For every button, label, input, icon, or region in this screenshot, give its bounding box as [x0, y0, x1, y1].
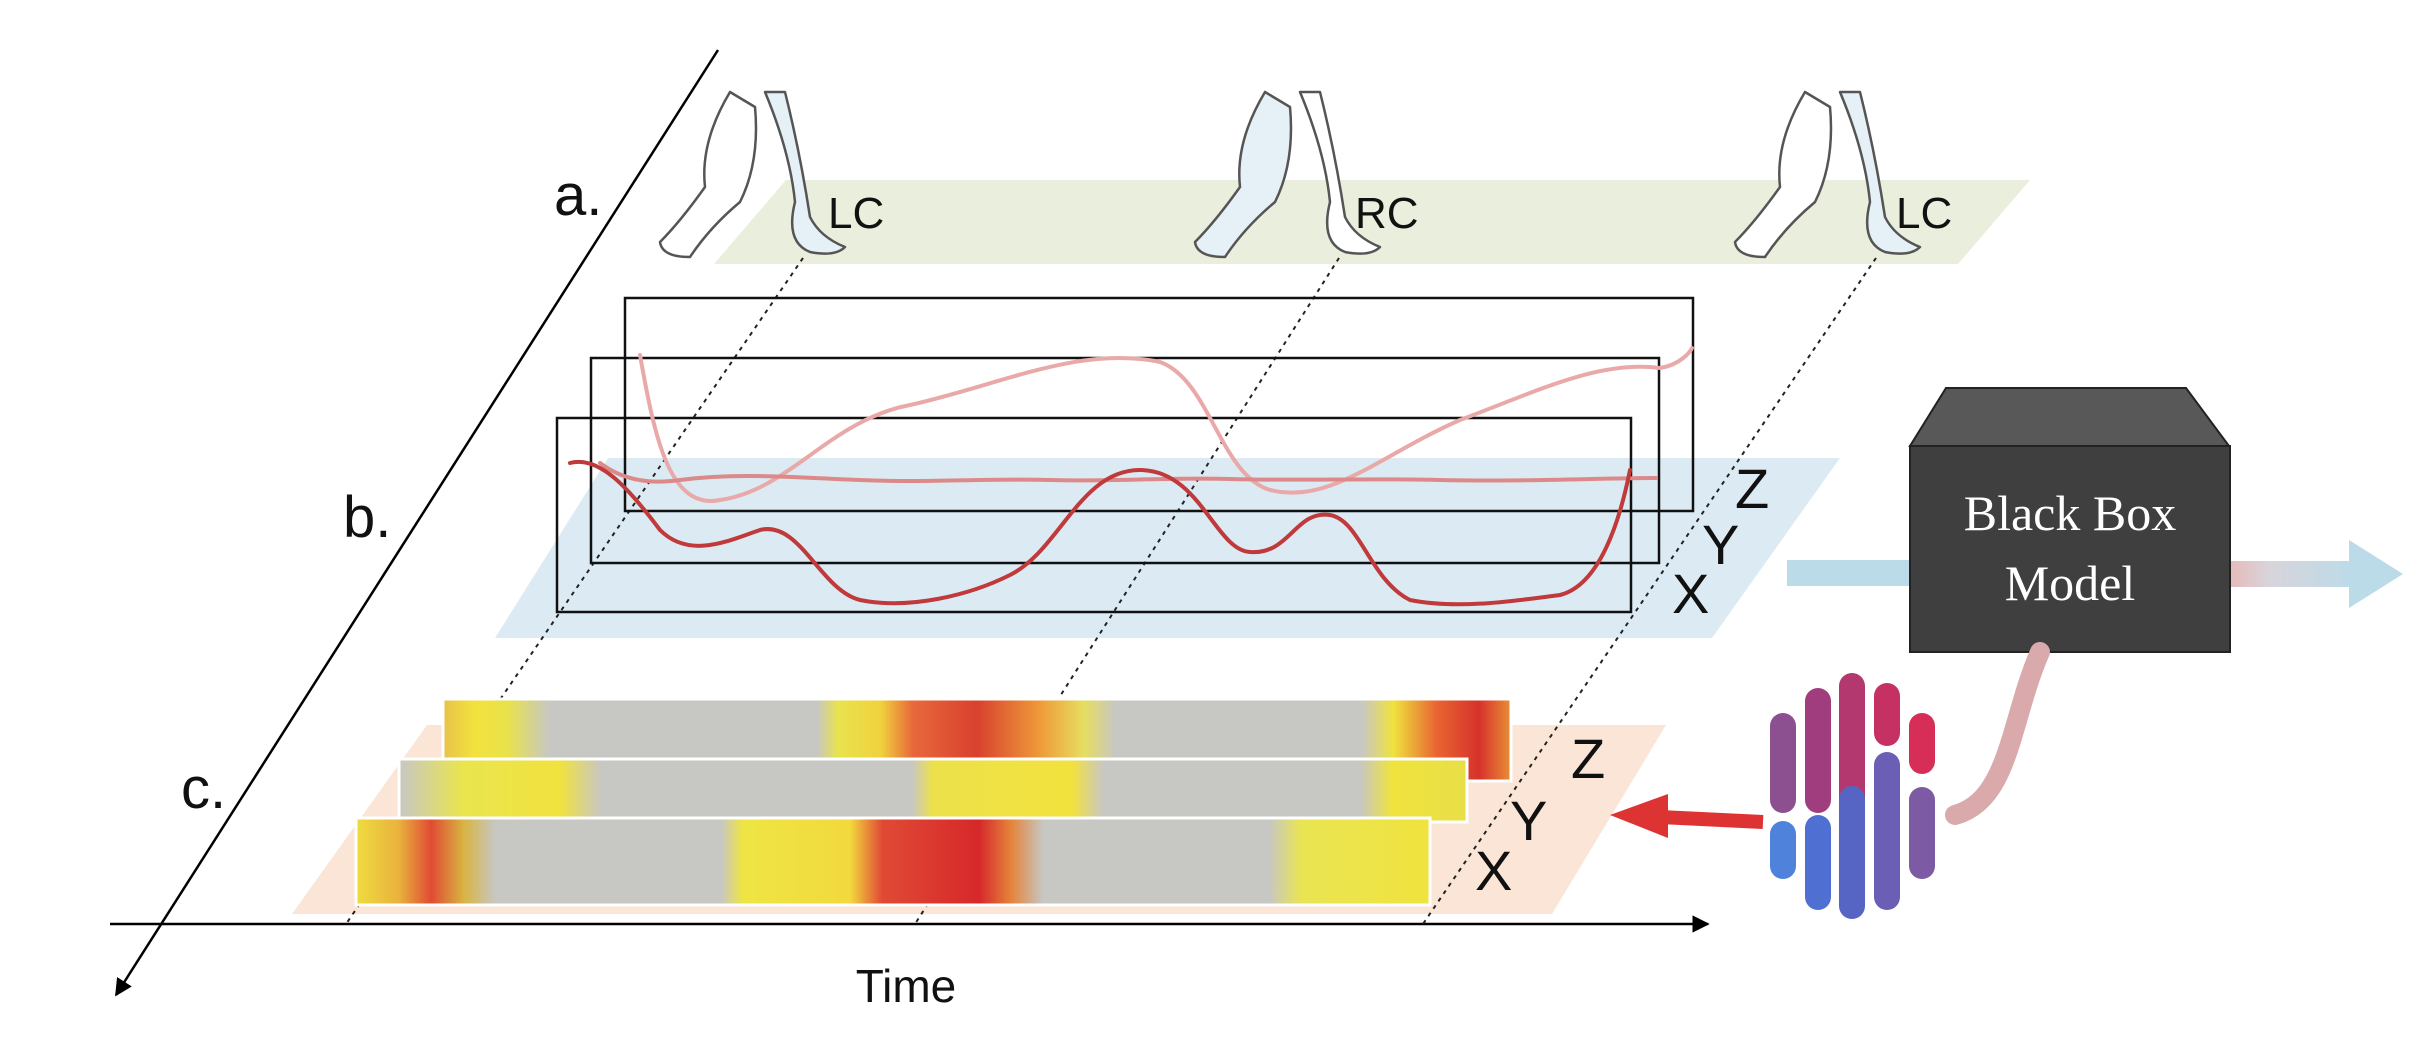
signal-curve-z: [638, 346, 1694, 503]
time-axis-label: Time: [856, 960, 957, 1012]
signal-axis-z-label: Z: [1735, 457, 1769, 520]
explainer-connector: [1945, 642, 2050, 825]
heatmap-axis-y-label: Y: [1510, 789, 1547, 852]
gait-event-label-2: RC: [1355, 189, 1419, 238]
panel-label-a: a.: [554, 163, 602, 228]
explainer-logo-icon: [1770, 673, 1935, 919]
walker-figure-2: [1193, 90, 1382, 259]
attribution-arrow: [1610, 794, 1764, 838]
heatmap-strip-y: [397, 757, 1469, 824]
heatmap-axis-z-label: Z: [1571, 727, 1605, 790]
walker-figure-1: [658, 90, 847, 259]
signal-axis-x-label: X: [1672, 562, 1709, 625]
input-flow-arrow: [1787, 560, 1917, 586]
signal-plane: [495, 458, 1840, 638]
heatmap-strip-x: [354, 816, 1432, 907]
signal-frame-z: [623, 296, 1695, 513]
gait-event-label-3: LC: [1896, 189, 1952, 238]
model-label-line-1: Black Box: [1964, 485, 2176, 541]
signal-frame-x: [555, 416, 1633, 614]
model-label-line-2: Model: [2005, 555, 2136, 611]
black-box-model: Black Box Model: [1908, 387, 2231, 653]
heatmap-axis-x-label: X: [1475, 839, 1512, 902]
signal-axis-y-label: Y: [1702, 513, 1739, 576]
signal-curve-x: [568, 459, 1632, 607]
panel-label-c: c.: [181, 756, 226, 821]
black-box-front: [1909, 445, 2231, 653]
gait-event-label-1: LC: [828, 189, 884, 238]
depth-axis: [114, 49, 720, 997]
gait-plane: [714, 180, 2030, 264]
signal-curve-y: [598, 461, 1658, 484]
output-flow-arrow: [2225, 540, 2403, 608]
walker-figure-3: [1733, 90, 1922, 259]
panel-label-b: b.: [343, 485, 391, 550]
